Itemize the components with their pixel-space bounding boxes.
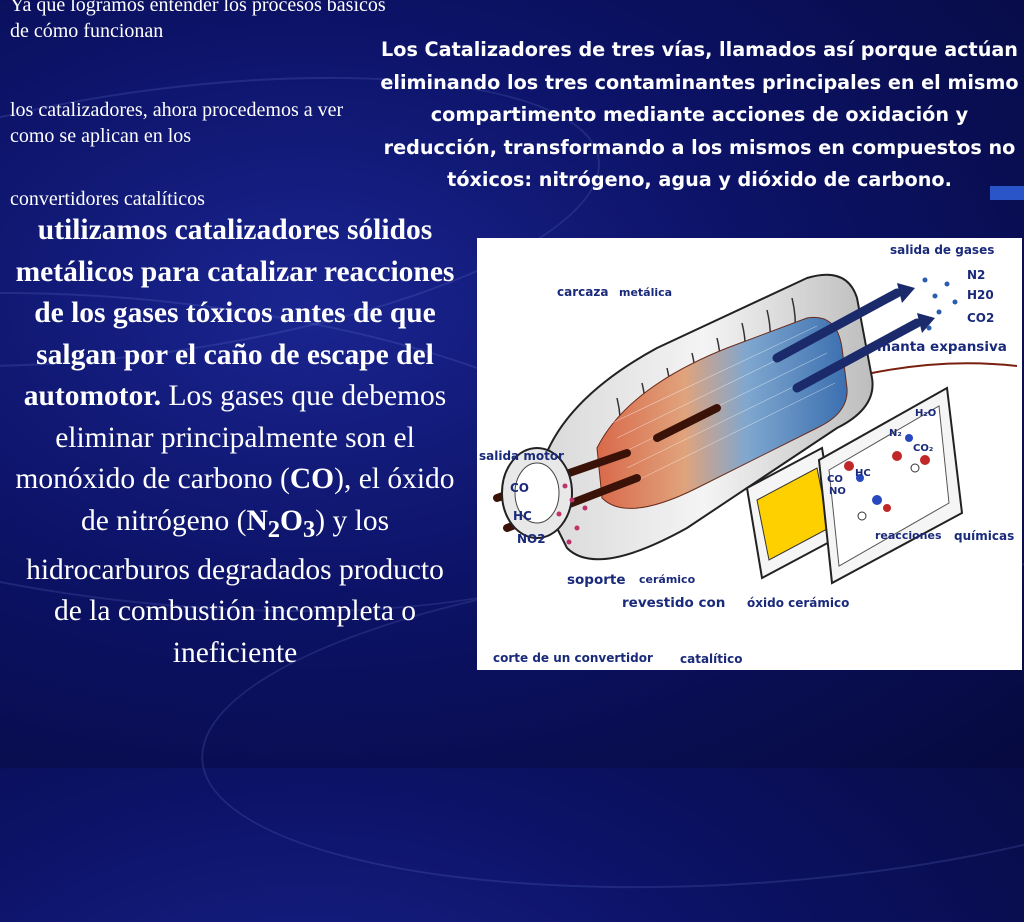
main-text-1: Los gases que debemos eliminar principal…: [15, 380, 447, 495]
label-corte: corte de un convertidor: [493, 651, 653, 665]
label-h20: H20: [967, 288, 994, 302]
label-ceramico: cerámico: [639, 573, 696, 586]
label-mol-hc: HC: [855, 468, 871, 479]
converter-illustration: [493, 273, 1018, 585]
label-carcaza: carcaza: [557, 285, 609, 299]
label-mol-n2: N₂: [889, 428, 902, 439]
main-text-2: ), el óxido de nitrógeno (: [80, 463, 455, 537]
label-mol-no: NO: [829, 486, 846, 497]
co-formula: CO: [289, 463, 335, 495]
label-revestido: revestido con: [622, 595, 726, 611]
label-oxido-ceramico: óxido cerámico: [747, 596, 850, 610]
intro-line-2: los catalizadores, ahora procedemos a ve…: [10, 99, 344, 147]
label-in-co: CO: [510, 481, 530, 495]
label-mol-h2o: H₂O: [915, 408, 937, 419]
label-co2: CO2: [967, 311, 995, 325]
label-salida-gases: salida de gases: [890, 243, 995, 257]
label-in-no2: NO2: [517, 532, 546, 546]
label-mol-co: CO: [827, 474, 843, 485]
main-bold-text: utilizamos catalizadores sólidos metálic…: [15, 214, 455, 412]
label-salida-motor: salida motor: [479, 449, 564, 463]
label-reacciones: reacciones: [875, 529, 942, 542]
label-manta-expansiva: manta expansiva: [877, 339, 1007, 355]
label-quimicas: químicas: [954, 529, 1015, 543]
n2o3-formula: N2O3: [246, 504, 316, 543]
label-n2: N2: [967, 268, 986, 282]
right-description: Los Catalizadores de tres vías, llamados…: [380, 38, 1019, 191]
label-in-hc: HC: [513, 509, 532, 523]
label-catalitico: catalítico: [680, 652, 743, 666]
main-text-3: ) y los hidrocarburos degradados product…: [26, 504, 444, 669]
catalytic-converter-diagram: salida de gases N2 H20 CO2 carcaza metál…: [477, 238, 1022, 670]
intro-line-3: convertidores catalíticos: [10, 188, 205, 210]
label-soporte: soporte: [567, 572, 626, 588]
label-mol-co2: CO₂: [913, 443, 934, 454]
label-metalica: metálica: [619, 286, 673, 299]
main-paragraph: utilizamos catalizadores sólidos metálic…: [10, 210, 460, 674]
intro-line-1: Ya que logramos entender los procesos bá…: [10, 0, 386, 42]
decorative-square: [990, 186, 1024, 200]
